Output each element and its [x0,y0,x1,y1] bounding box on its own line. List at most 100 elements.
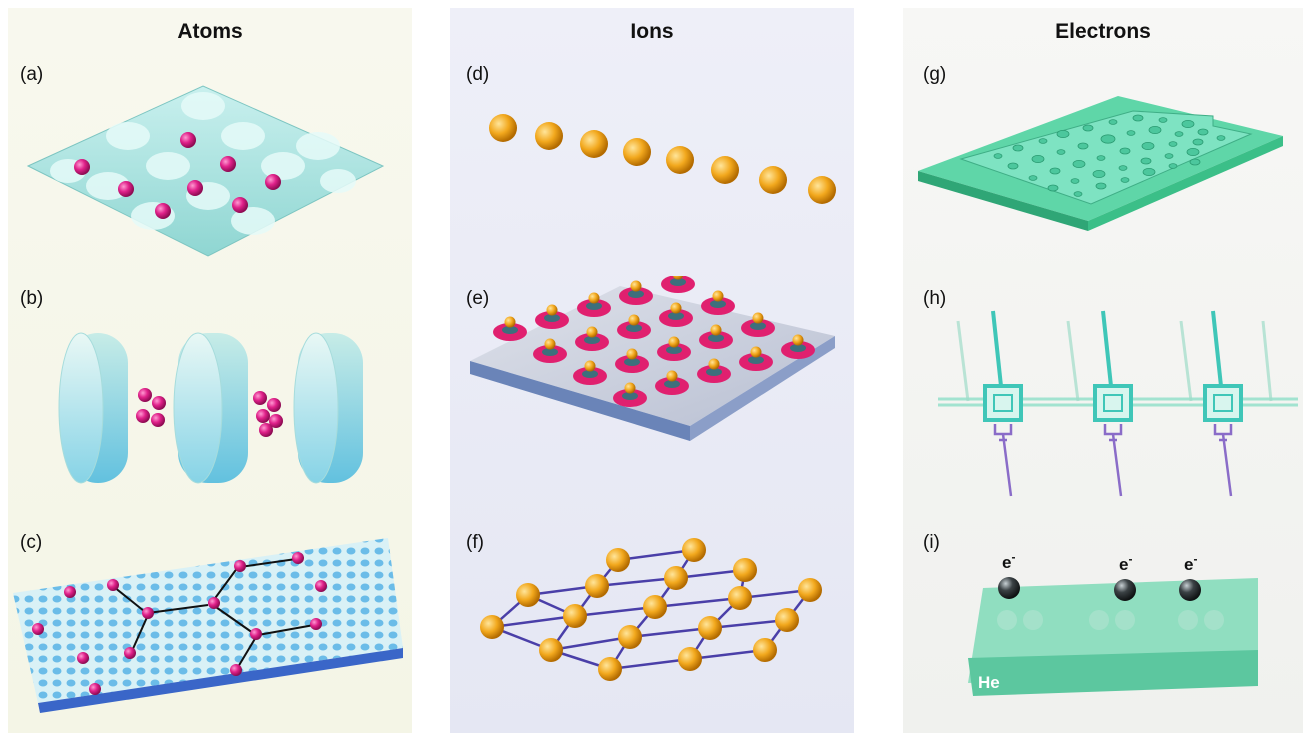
atom [187,180,203,196]
surface-electrons [998,577,1201,601]
trap-electrode [666,346,682,354]
trapped-ion [584,360,596,372]
quantum-dot [1120,177,1130,183]
quantum-dot [1007,162,1019,170]
quantum-dot [1082,124,1094,132]
ion-trap-array-diagram [470,276,835,441]
trap-electrode [626,324,642,332]
ion [623,138,651,166]
column-title-ions: Ions [630,20,674,43]
crystal-atoms [32,552,327,695]
qubit-cell [1093,310,1133,497]
ion-chain-diagram [489,114,836,204]
trapped-ion [668,336,680,348]
quantum-dot [1126,130,1136,136]
photonic-crystal-diagram [13,538,403,713]
quantum-dot [1132,114,1144,122]
electron-labels: e- e- e- [1002,550,1197,574]
quantum-dot-chip-diagram [918,96,1283,231]
mirror-right [293,332,363,484]
panel-label-g: (g) [923,64,947,85]
ion [666,146,694,174]
trap-chip-front [470,361,690,441]
quantum-dots [993,114,1226,197]
panel-label-i: (i) [923,532,940,553]
trap-electrode [502,326,518,334]
atom [220,156,236,172]
quantum-dot [1186,148,1200,157]
quantum-dot [1197,128,1209,136]
trap-electrode [582,370,598,378]
panel-label-h: (h) [923,288,947,309]
quantum-dot [1168,141,1178,147]
electron-label: e- [1184,552,1197,574]
quantum-dot [1216,135,1226,141]
atom [155,203,171,219]
trapped-ion [544,338,556,350]
quantum-dot [1092,170,1106,179]
quantum-dot [1031,155,1045,164]
ion-crystal-diagram [480,538,822,681]
optical-lattice-diagram [26,85,385,257]
trap-electrode [622,392,638,400]
trap-electrode [544,314,560,322]
quantum-dot [1073,191,1083,197]
qubit-cells [983,310,1243,497]
quantum-dot [1140,157,1152,165]
electron [1179,579,1201,601]
quantum-dot [1164,153,1174,159]
trapped-ion [630,280,642,292]
trap-electrode [750,322,766,330]
trapped-ion [750,346,762,358]
trapped-atoms [74,132,281,219]
ion [759,166,787,194]
atoms-column: Atoms (a) (b) (c) [8,8,412,733]
readout-lines-back [956,320,1273,402]
mirror-center [173,332,248,484]
quantum-dot [1072,160,1086,169]
ion-crystal-ions [480,538,822,681]
trap-electrode [664,380,680,388]
panel-label-f: (f) [466,532,484,553]
quantum-dot [1148,126,1162,135]
quantum-dot [1142,168,1156,177]
trapped-ion [672,276,684,280]
electron-image-charges [997,610,1224,630]
trapped-ion [546,304,558,316]
trap-sites [493,276,815,407]
electrons-on-helium-diagram: e- e- e- He [968,550,1258,696]
electron-label: e- [1002,550,1015,572]
trapped-ion [504,316,516,328]
trapped-ion [708,358,720,370]
quantum-dot [1012,144,1024,152]
trapped-ion [624,382,636,394]
trap-electrode [708,334,724,342]
quantum-dot [1189,158,1201,166]
quantum-dot [1049,167,1061,175]
quantum-dot [1192,138,1204,146]
quantum-dot [1174,131,1184,137]
quantum-dot [1108,119,1118,125]
quantum-dot [1168,163,1178,169]
ion [808,176,836,204]
quantum-dot [1118,165,1128,171]
quantum-dot [1158,117,1168,123]
panel-label-c: (c) [20,532,43,553]
ion [711,156,739,184]
quantum-dot [993,153,1003,159]
coupling-arrows [113,558,315,668]
atom-cluster-right [253,391,283,437]
quantum-dot [1096,155,1106,161]
quantum-dot [1141,142,1155,151]
trapped-ion [752,312,764,324]
ion [580,130,608,158]
helium-block-front [968,650,1258,696]
quantum-dot [1047,184,1059,192]
trap-chip-top [470,286,835,426]
quantum-dot [1100,134,1116,144]
quantum-dot [1119,147,1131,155]
trapped-ion [670,302,682,314]
qubit-cell [1203,310,1243,497]
crystal-slab-edge [38,648,403,713]
trap-chip-side [690,336,835,441]
